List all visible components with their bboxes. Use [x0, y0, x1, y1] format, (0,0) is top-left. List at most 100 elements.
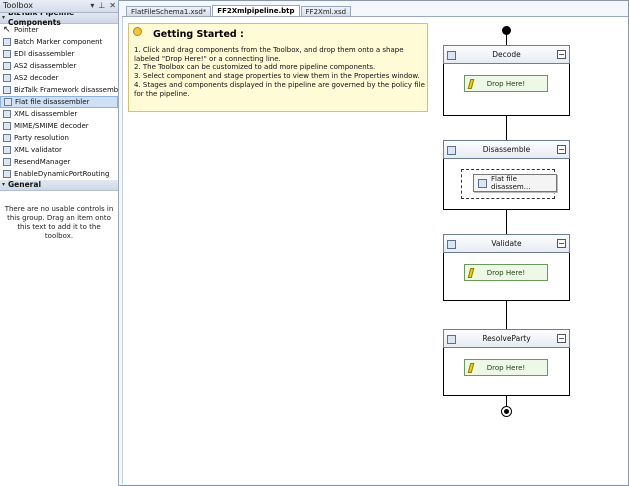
collapse-icon[interactable]: −	[557, 50, 566, 59]
toolbox-item-party-resolution[interactable]: Party resolution	[0, 132, 118, 144]
toolbox-title-bar: Toolbox ▾ ⊥ ✕	[0, 0, 118, 13]
drop-here-target[interactable]: Drop Here!	[464, 264, 548, 281]
stage-body[interactable]: Drop Here!	[443, 64, 570, 116]
drop-here-target[interactable]: Drop Here!	[464, 75, 548, 92]
tab-ff2xmlpipeline[interactable]: FF2Xmlpipeline.btp	[212, 5, 300, 16]
component-label: Flat file disassem...	[491, 175, 531, 191]
stage-resolveparty[interactable]: ResolveParty − Drop Here!	[443, 329, 570, 396]
auto-hide-pin-icon[interactable]: ⊥	[98, 1, 106, 10]
toolbox-item-label: Flat file disassembler	[15, 98, 90, 106]
component-icon	[3, 38, 11, 46]
toolbox-item-label: BizTalk Framework disassemb...	[14, 86, 118, 94]
stage-header[interactable]: Validate −	[443, 234, 570, 253]
toolbox-item-label: AS2 decoder	[14, 74, 59, 82]
pipeline-end-icon	[501, 406, 512, 417]
stage-header[interactable]: Disassemble −	[443, 140, 570, 159]
stage-title: Validate	[491, 239, 522, 248]
flat-file-disassembler-icon	[478, 179, 487, 188]
stage-body[interactable]: Drop Here!	[443, 253, 570, 301]
drop-here-label: Drop Here!	[486, 268, 526, 277]
getting-started-title: Getting Started :	[153, 29, 244, 40]
toolbox-item-edi-disassembler[interactable]: EDI disassembler	[0, 48, 118, 60]
group-header-general[interactable]: ▾ General	[0, 180, 118, 191]
drop-marker-icon	[467, 363, 475, 373]
pipeline-connector-line[interactable]	[506, 33, 507, 408]
toolbox-item-label: XML validator	[14, 146, 62, 154]
drop-marker-icon	[467, 79, 475, 89]
collapse-triangle-icon: ▾	[2, 181, 6, 188]
stage-title: Decode	[492, 50, 521, 59]
general-group-note[interactable]: There are no usable controls in this gro…	[4, 205, 114, 240]
instruction-line: 2. The Toolbox can be customized to add …	[134, 63, 376, 72]
disassemble-stage-icon	[447, 146, 456, 155]
collapse-icon[interactable]: −	[557, 145, 566, 154]
pointer-icon: ↖	[3, 25, 11, 35]
toolbox-item-label: Party resolution	[14, 134, 69, 142]
group-header-label: General	[8, 180, 42, 189]
toolbox-item-label: AS2 disassembler	[14, 62, 77, 70]
instruction-line: 1. Click and drag components from the To…	[134, 46, 404, 63]
collapse-icon[interactable]: −	[557, 239, 566, 248]
resolveparty-stage-icon	[447, 335, 456, 344]
component-icon	[3, 122, 11, 130]
component-icon	[3, 74, 11, 82]
toolbox-item-biztalk-framework-disassembler[interactable]: BizTalk Framework disassemb...	[0, 84, 118, 96]
window-position-icon[interactable]: ▾	[90, 1, 95, 10]
component-icon	[3, 146, 11, 154]
component-icon	[3, 50, 11, 58]
drop-here-label: Drop Here!	[486, 79, 526, 88]
toolbox-item-flat-file-disassembler[interactable]: Flat file disassembler	[0, 96, 118, 108]
collapse-icon[interactable]: −	[557, 334, 566, 343]
toolbox-item-pointer[interactable]: ↖ Pointer	[0, 24, 118, 36]
document-tabs: FlatFileSchema1.xsd* FF2Xmlpipeline.btp …	[126, 5, 352, 16]
component-icon	[3, 170, 11, 178]
tab-flatfileschema1[interactable]: FlatFileSchema1.xsd*	[126, 6, 212, 16]
group-header-biztalk-pipeline-components[interactable]: ▾ BizTalk Pipeline Components	[0, 8, 118, 27]
tab-strip-divider	[122, 16, 628, 17]
stage-decode[interactable]: Decode − Drop Here!	[443, 45, 570, 116]
toolbox-item-label: Batch Marker component	[14, 38, 103, 46]
instruction-line: 3. Select component and stage properties…	[134, 72, 420, 81]
toolbox-item-enable-dynamic-port-routing[interactable]: EnableDynamicPortRouting	[0, 168, 118, 180]
toolbox-title: Toolbox	[3, 1, 33, 10]
component-icon	[4, 98, 12, 106]
stage-header[interactable]: ResolveParty −	[443, 329, 570, 348]
collapse-triangle-icon: ▾	[2, 14, 6, 21]
component-icon	[3, 62, 11, 70]
tab-ff2xml-xsd[interactable]: FF2Xml.xsd	[300, 6, 352, 16]
component-icon	[3, 110, 11, 118]
drop-here-target[interactable]: Drop Here!	[464, 359, 548, 376]
stage-header[interactable]: Decode −	[443, 45, 570, 64]
toolbox-panel: Toolbox ▾ ⊥ ✕ ▾ BizTalk Pipeline Compone…	[0, 0, 119, 486]
toolbox-item-mime-smime-decoder[interactable]: MIME/SMIME decoder	[0, 120, 118, 132]
drop-marker-icon	[467, 268, 475, 278]
instruction-line: 4. Stages and components displayed in th…	[134, 80, 425, 98]
toolbox-item-batch-marker[interactable]: Batch Marker component	[0, 36, 118, 48]
stage-title: Disassemble	[482, 145, 531, 154]
toolbox-item-xml-disassembler[interactable]: XML disassembler	[0, 108, 118, 120]
toolbox-item-label: EnableDynamicPortRouting	[14, 170, 110, 178]
drop-here-label: Drop Here!	[486, 363, 526, 372]
getting-started-panel: Getting Started : 1. Click and drag comp…	[128, 23, 428, 112]
toolbox-item-label: EDI disassembler	[14, 50, 75, 58]
toolbox-item-resend-manager[interactable]: ResendManager	[0, 156, 118, 168]
stage-validate[interactable]: Validate − Drop Here!	[443, 234, 570, 301]
toolbox-item-as2-disassembler[interactable]: AS2 disassembler	[0, 60, 118, 72]
toolbox-item-label: Pointer	[14, 26, 39, 34]
decode-stage-icon	[447, 51, 456, 60]
toolbox-item-label: ResendManager	[14, 158, 71, 166]
pipeline-start-icon	[502, 26, 511, 35]
stage-body[interactable]: Drop Here!	[443, 348, 570, 396]
toolbox-item-as2-decoder[interactable]: AS2 decoder	[0, 72, 118, 84]
component-icon	[3, 158, 11, 166]
stage-title: ResolveParty	[482, 334, 531, 343]
getting-started-text: 1. Click and drag components from the To…	[134, 46, 426, 98]
toolbox-item-xml-validator[interactable]: XML validator	[0, 144, 118, 156]
toolbox-item-label: XML disassembler	[14, 110, 78, 118]
close-icon[interactable]: ✕	[109, 1, 116, 10]
validate-stage-icon	[447, 240, 456, 249]
component-flat-file-disassembler[interactable]: Flat file disassem...	[473, 174, 557, 192]
component-icon	[3, 86, 11, 94]
toolbox-item-label: MIME/SMIME decoder	[14, 122, 89, 130]
component-icon	[3, 134, 11, 142]
